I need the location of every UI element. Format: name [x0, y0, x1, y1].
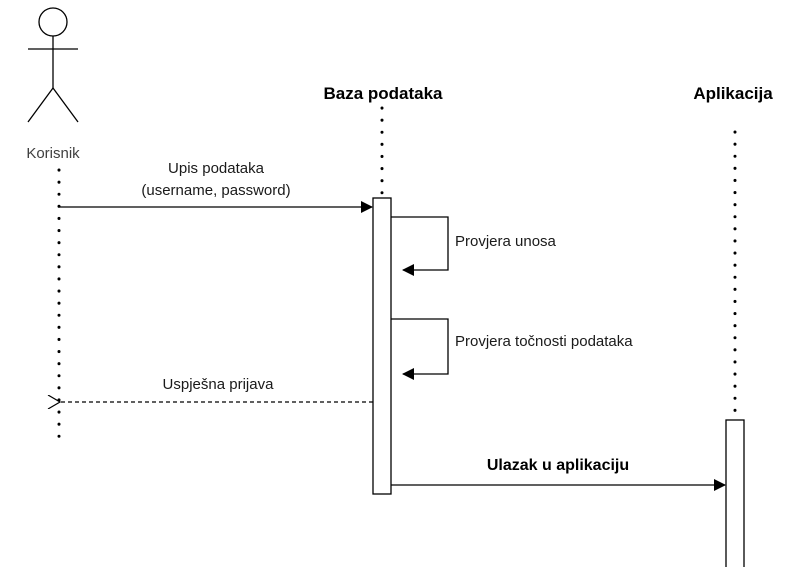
stick-figure-icon	[27, 7, 79, 123]
message-label: Ulazak u aplikaciju	[487, 457, 629, 474]
participant-database-label: Baza podataka	[323, 84, 443, 103]
message-ulazak-u-aplikaciju: Ulazak u aplikaciju	[391, 457, 726, 491]
actor-label: Korisnik	[26, 145, 80, 162]
actor-korisnik: Korisnik	[26, 7, 80, 162]
participant-application-label: Aplikacija	[693, 84, 773, 103]
message-arrow	[391, 216, 449, 276]
message-uspjesna-prijava: Uspješna prijava	[60, 376, 373, 402]
message-upis-podataka: Upis podataka (username, password)	[60, 160, 373, 213]
message-provjera-unosa: Provjera unosa	[391, 216, 557, 276]
message-label: Provjera točnosti podataka	[455, 333, 633, 350]
message-provjera-tocnosti: Provjera točnosti podataka	[391, 318, 633, 380]
activation-database	[372, 197, 392, 495]
message-label: (username, password)	[141, 182, 290, 199]
message-label: Upis podataka	[168, 160, 265, 177]
activation-application	[725, 419, 745, 567]
message-label: Uspješna prijava	[163, 376, 275, 393]
message-label: Provjera unosa	[455, 233, 557, 250]
message-arrow	[391, 318, 449, 380]
